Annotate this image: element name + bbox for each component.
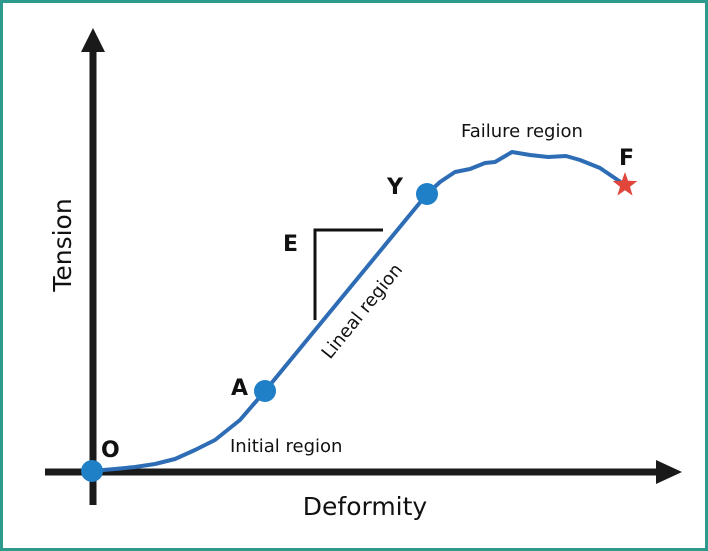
label-a: A (231, 376, 248, 401)
y-axis-arrow-icon (81, 28, 105, 52)
stress-strain-diagram: O A Y F E Initial region Failure region … (45, 28, 682, 521)
y-axis-title: Tension (48, 198, 77, 292)
label-fracture: F (619, 146, 634, 171)
slope-indicator (313, 228, 383, 320)
label-origin: O (101, 438, 120, 463)
x-axis-arrow-icon (656, 460, 682, 484)
label-yield: Y (386, 175, 404, 200)
region-initial: Initial region (230, 436, 342, 457)
stress-strain-curve (90, 150, 627, 473)
label-slope: E (283, 232, 298, 257)
star-icon (612, 172, 638, 196)
point-origin (81, 460, 103, 482)
x-axis-title: Deformity (303, 492, 428, 521)
point-yield (416, 183, 438, 205)
point-a (254, 380, 276, 402)
region-failure: Failure region (461, 121, 583, 142)
